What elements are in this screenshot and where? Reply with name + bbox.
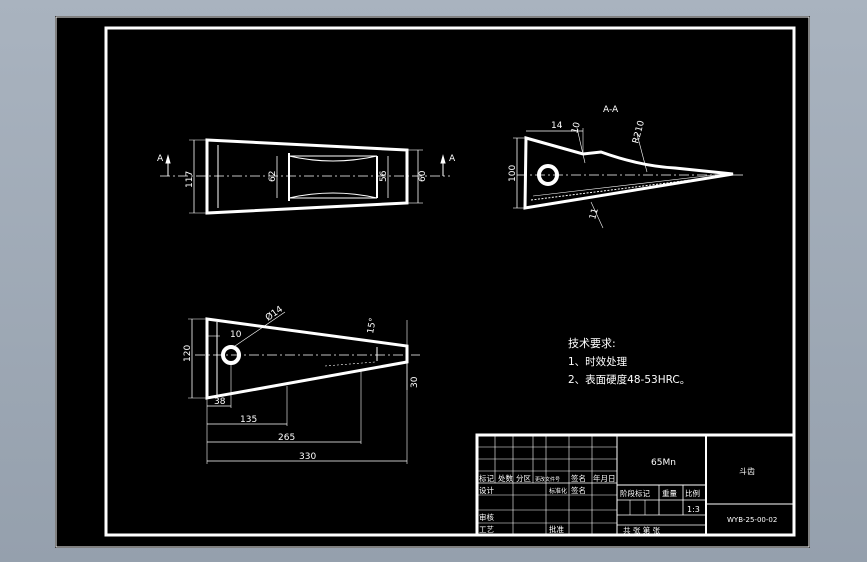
tb-stage: 阶段标记 xyxy=(620,488,650,498)
title-block xyxy=(475,433,796,537)
marker-a-left: A xyxy=(157,154,164,164)
section-label: A-A xyxy=(603,105,619,115)
drawing-sheet: A A 117 62 56 60 A-A 14 10 R210 100 11 xyxy=(55,16,810,548)
notes-heading: 技术要求: xyxy=(568,337,616,350)
dim-100: 100 xyxy=(508,165,518,182)
tb-h-2: 处数 xyxy=(498,473,513,483)
dim-265: 265 xyxy=(278,433,295,443)
marker-a-right: A xyxy=(449,154,456,164)
dim-11: 11 xyxy=(588,207,601,221)
tb-h-5: 签名 xyxy=(571,473,586,483)
section-view xyxy=(513,127,745,229)
note-1: 1、时效处理 xyxy=(568,355,628,368)
tb-review: 审核 xyxy=(479,512,494,522)
tb-h-1: 标记 xyxy=(479,473,494,483)
dim-angle: 15° xyxy=(366,317,379,334)
dim-hole: Ø14 xyxy=(263,304,285,324)
dim-120: 120 xyxy=(183,345,193,362)
top-view xyxy=(160,138,450,215)
dim-56: 56 xyxy=(379,170,389,182)
tb-drawing-no: WYB-25-00-02 xyxy=(727,516,777,524)
tb-design: 设计 xyxy=(479,485,494,495)
outer-frame xyxy=(55,16,810,548)
tb-h-3: 分区 xyxy=(516,474,531,483)
tb-process: 工艺 xyxy=(479,525,494,534)
tb-weight: 重量 xyxy=(662,489,677,498)
inner-border xyxy=(104,26,796,537)
dim-30: 30 xyxy=(410,376,420,388)
dim-10-side: 10 xyxy=(230,330,242,340)
tb-scale: 1:3 xyxy=(687,505,700,514)
tb-sheet-info: 共 张 第 张 xyxy=(623,525,661,535)
dim-330: 330 xyxy=(299,452,316,462)
note-2: 2、表面硬度48-53HRC。 xyxy=(568,373,690,386)
dim-60-right: 60 xyxy=(418,170,428,182)
tb-h-4: 更改文件号 xyxy=(535,476,560,483)
side-view xyxy=(188,311,420,464)
dim-38: 38 xyxy=(214,397,226,407)
tb-signature: 签名 xyxy=(571,485,586,495)
tb-approve: 批准 xyxy=(549,524,564,534)
dim-62: 62 xyxy=(268,171,278,182)
dim-14: 14 xyxy=(551,121,563,131)
tb-material: 65Mn xyxy=(651,458,676,468)
tb-h-6: 年月日 xyxy=(593,473,616,483)
tb-part-name: 斗齿 xyxy=(739,467,755,476)
dim-r210: R210 xyxy=(631,119,647,144)
dim-117: 117 xyxy=(185,171,195,188)
dim-135: 135 xyxy=(240,415,257,425)
dim-10-section: 10 xyxy=(570,121,583,135)
tb-standard: 标准化 xyxy=(549,487,567,495)
tb-ratio: 比例 xyxy=(685,488,700,498)
